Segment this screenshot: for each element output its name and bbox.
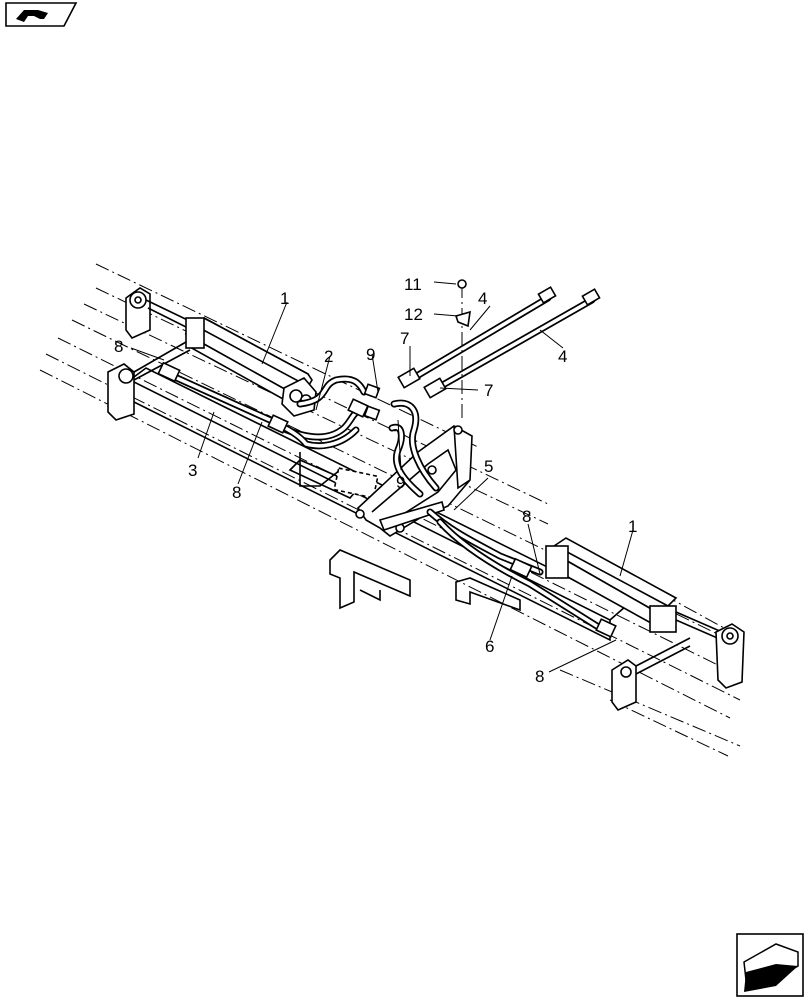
- callout-8-left-upper: 8: [114, 337, 123, 356]
- next-page-arrow-icon[interactable]: [736, 933, 804, 997]
- callouts: 1 1 2 3 4 4 5 6 7 7 8 8 8 8 9 9 11 12: [114, 275, 637, 686]
- callout-7-left: 7: [400, 329, 409, 348]
- callout-4-lower: 4: [558, 347, 567, 366]
- callout-6: 6: [485, 637, 494, 656]
- left-hoses: [157, 361, 369, 450]
- quick-hoses: [397, 279, 601, 420]
- callout-9-upper: 9: [366, 345, 375, 364]
- callout-1-left: 1: [280, 289, 289, 308]
- view-angle-icon[interactable]: [5, 2, 78, 27]
- left-pivot-assembly: [107, 287, 201, 421]
- right-hoses: [426, 508, 617, 638]
- callout-2: 2: [324, 347, 333, 366]
- right-cylinder: [545, 537, 745, 711]
- callout-4-upper: 4: [478, 289, 487, 308]
- callout-7-right: 7: [484, 381, 493, 400]
- callout-3: 3: [188, 461, 197, 480]
- callout-5: 5: [484, 457, 493, 476]
- callout-8-right-upper: 8: [522, 507, 531, 526]
- leader-lines: [130, 281, 634, 673]
- center-bracket: [355, 425, 473, 537]
- callout-1-right: 1: [628, 517, 637, 536]
- left-cylinder: [184, 317, 317, 417]
- callout-9-lower: 9: [396, 473, 405, 492]
- callout-8-right-lower: 8: [535, 667, 544, 686]
- callout-11: 11: [404, 275, 422, 294]
- callout-12: 12: [404, 305, 423, 324]
- callout-8-left-lower: 8: [232, 483, 241, 502]
